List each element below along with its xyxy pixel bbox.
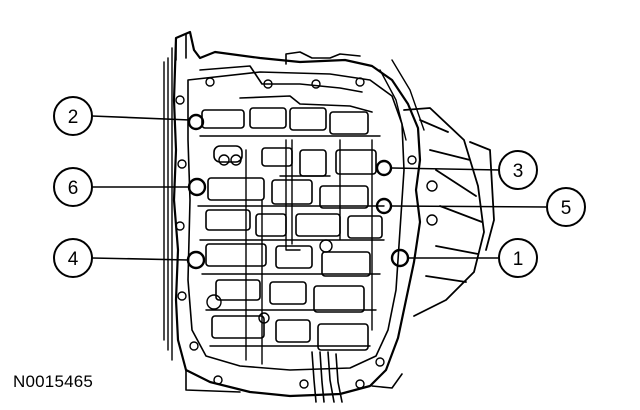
callout-label-5: 5 [561, 198, 572, 219]
callout-5: 5 [546, 187, 586, 227]
fluid-channels [197, 135, 385, 365]
bell-housing [403, 107, 495, 317]
callout-label-4: 4 [68, 249, 79, 270]
callout-label-2: 2 [68, 107, 79, 128]
callout-markers: 2 6 4 3 5 1 [53, 96, 586, 278]
bell-housing-edge [379, 59, 425, 141]
leader-line-3 [391, 167, 501, 171]
inner-frame [187, 71, 405, 371]
valve-body-illustration [163, 30, 495, 403]
callout-label-6: 6 [68, 178, 79, 199]
case-bottom [185, 369, 403, 393]
leader-line-2 [91, 115, 191, 121]
callout-3: 3 [498, 150, 538, 190]
case-rib-left [163, 47, 173, 361]
callout-label-3: 3 [513, 161, 524, 182]
leader-lines [91, 115, 547, 261]
callout-label-1: 1 [513, 249, 524, 270]
top-pipes [199, 51, 373, 113]
fastener-heads [175, 77, 438, 389]
callout-4: 4 [53, 238, 93, 278]
leader-line-4 [91, 257, 189, 261]
callout-1: 1 [498, 238, 538, 278]
callout-bolts [186, 113, 410, 270]
callout-2: 2 [53, 96, 93, 136]
wire-harness [311, 351, 343, 403]
figure-id-label: N0015465 [13, 372, 94, 391]
spool-valves [201, 107, 383, 351]
case-outline [172, 30, 422, 398]
case-tab-top [175, 33, 187, 61]
callout-6: 6 [53, 167, 93, 207]
leader-line-5 [391, 205, 547, 208]
